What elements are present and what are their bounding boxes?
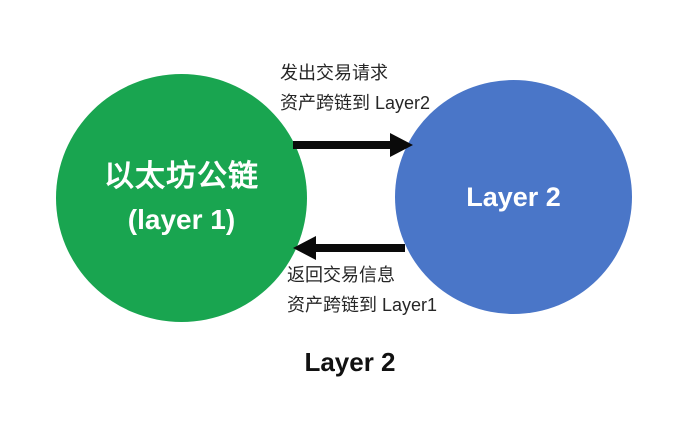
node-layer1-title: 以太坊公链	[104, 160, 259, 193]
node-layer1-subtitle: (layer 1)	[127, 204, 236, 235]
arrow-right-icon	[293, 133, 413, 157]
forward-arrow-label-line2: 资产跨链到 Layer2	[280, 93, 431, 113]
backward-arrow-label: 返回交易信息 资产跨链到 Layer1	[287, 260, 437, 320]
diagram-caption: Layer 2	[304, 347, 396, 377]
backward-arrow-label-line2: 资产跨链到 Layer1	[287, 295, 438, 315]
forward-arrow-label: 发出交易请求 资产跨链到 Layer2	[280, 58, 430, 118]
forward-arrow-label-line1: 发出交易请求	[280, 63, 388, 83]
node-layer2-title: Layer 2	[466, 181, 561, 212]
backward-arrow-label-line1: 返回交易信息	[287, 265, 395, 285]
arrow-left-icon	[293, 236, 405, 260]
node-layer2: Layer 2	[395, 80, 632, 314]
node-ethereum-layer1: 以太坊公链 (layer 1)	[56, 74, 307, 322]
